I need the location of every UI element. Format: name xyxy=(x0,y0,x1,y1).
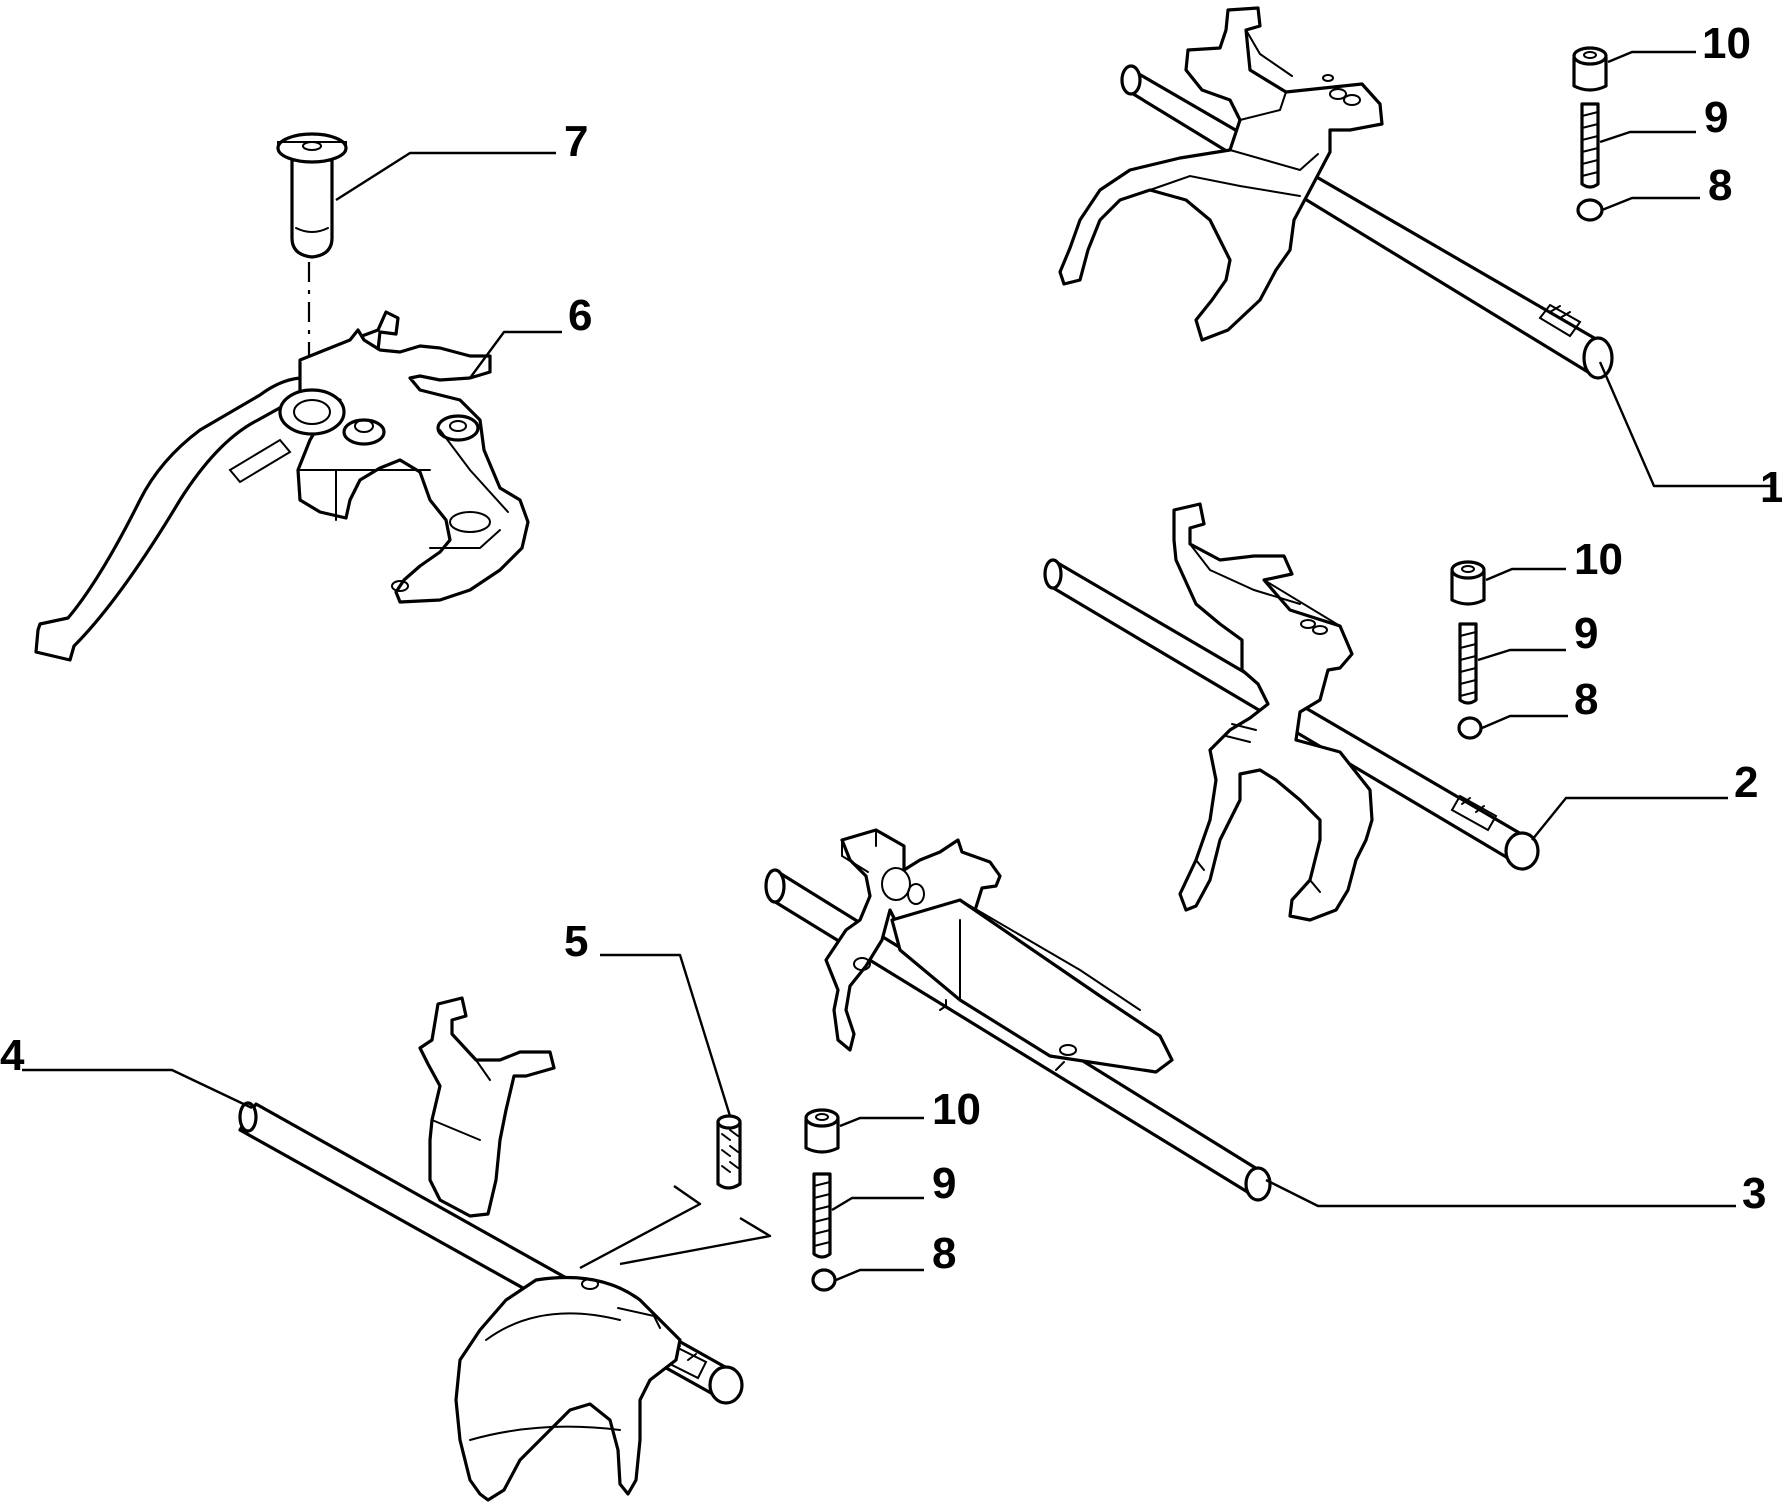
callout-7: 7 xyxy=(564,117,588,166)
callout-labels: 1 2 3 4 5 6 7 8 9 10 8 9 10 8 9 10 xyxy=(0,19,1782,1278)
part-3-selector-shaft xyxy=(764,828,1272,1202)
callout-4: 4 xyxy=(0,1031,25,1080)
part-7-pin xyxy=(276,132,348,259)
callout-8-top: 8 xyxy=(1708,161,1732,210)
hardware-stack-c xyxy=(804,1108,840,1292)
callout-9-middle: 9 xyxy=(1574,609,1598,658)
part-2-shift-shaft xyxy=(1043,502,1540,922)
hardware-stack-b xyxy=(1450,560,1486,740)
callout-8-middle: 8 xyxy=(1574,675,1598,724)
callout-6: 6 xyxy=(568,291,592,340)
part-4-shift-shaft xyxy=(238,996,744,1502)
callout-10-middle: 10 xyxy=(1574,535,1623,584)
part-5-roll-pin xyxy=(716,1114,742,1190)
callout-2: 2 xyxy=(1734,758,1758,807)
leader-lines xyxy=(22,50,1772,1282)
callout-9-top: 9 xyxy=(1704,93,1728,142)
callout-5: 5 xyxy=(564,917,588,966)
part-6-lever xyxy=(34,310,530,662)
part-1-shift-shaft xyxy=(1058,6,1614,380)
hardware-stack-a xyxy=(1572,46,1608,222)
callout-10-center: 10 xyxy=(932,1085,981,1134)
callout-10-top: 10 xyxy=(1702,19,1751,68)
callout-8-center: 8 xyxy=(932,1229,956,1278)
callout-1: 1 xyxy=(1760,463,1782,512)
callout-9-center: 9 xyxy=(932,1159,956,1208)
callout-3: 3 xyxy=(1742,1169,1766,1218)
